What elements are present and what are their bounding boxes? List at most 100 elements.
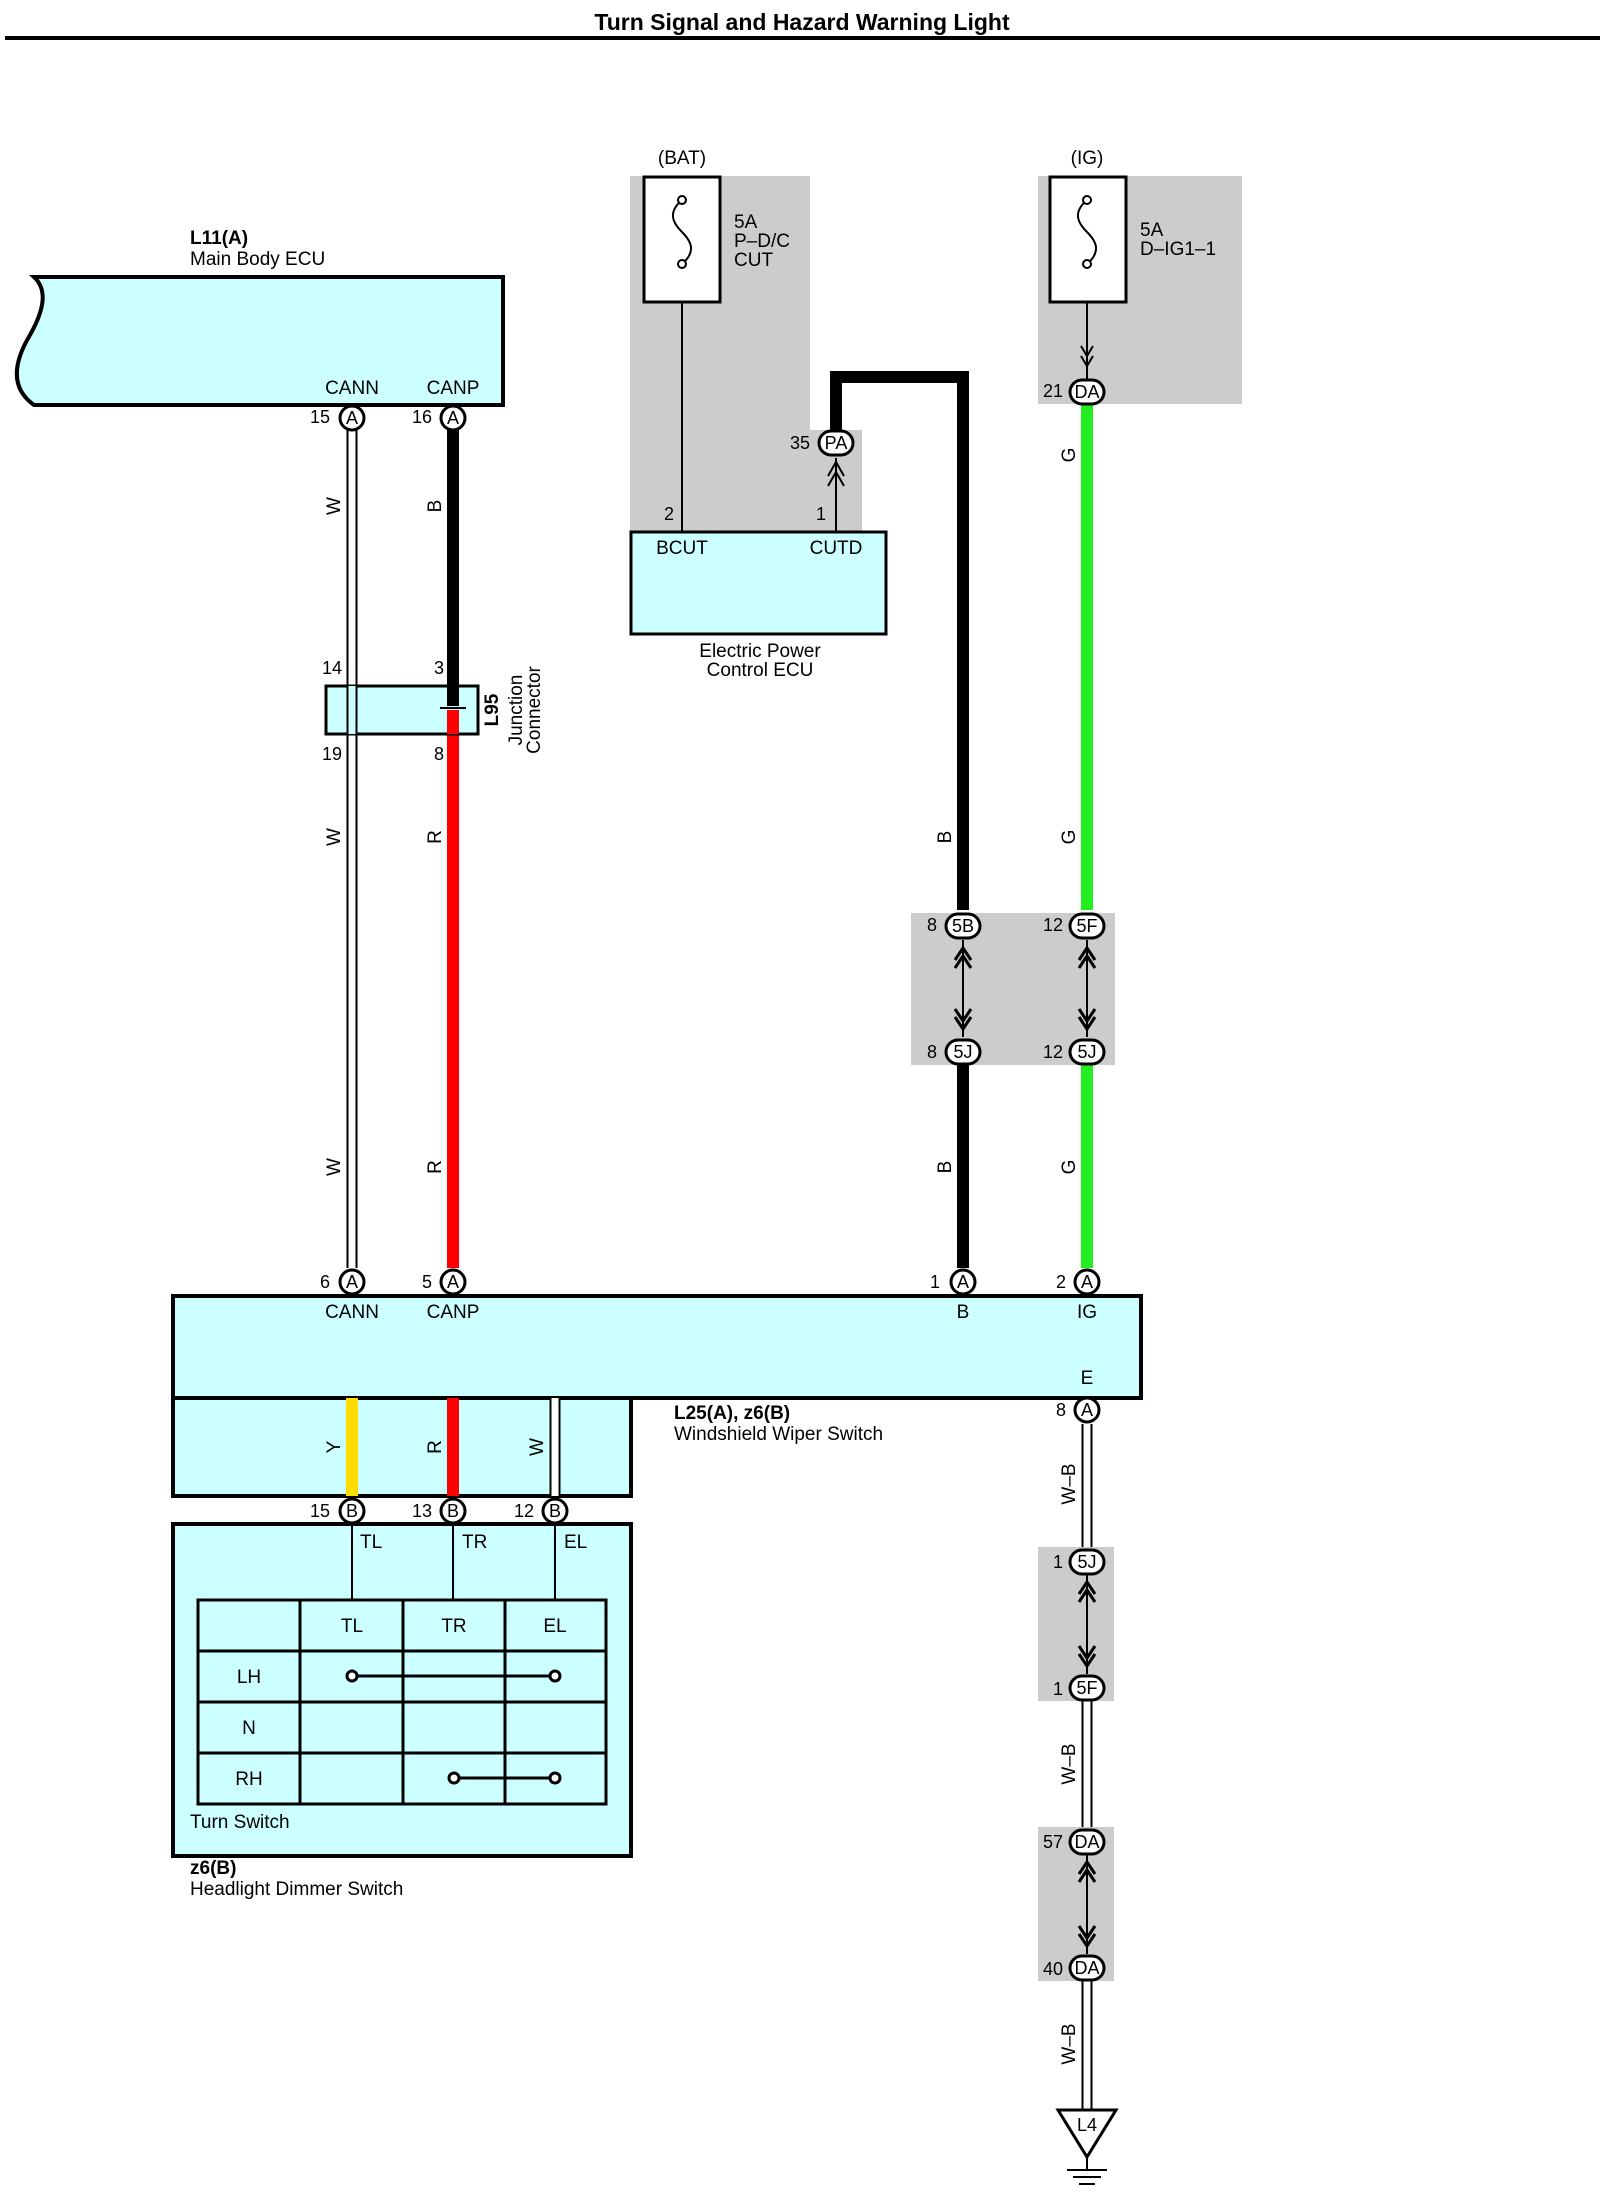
junction-name-2: Connector xyxy=(524,666,545,754)
connector-badge-label: B xyxy=(447,1501,459,1521)
connector-badge-outline xyxy=(338,1268,366,1296)
connector-badge: 5F xyxy=(1068,1674,1106,1702)
wiper-pin-e-label: E xyxy=(1081,1368,1094,1389)
pin-number: 3 xyxy=(434,658,444,678)
junction-connector-l95: L95 Junction Connector xyxy=(324,666,545,754)
connector-badge: DA xyxy=(1068,378,1106,406)
connector-badge: 5J xyxy=(1068,1548,1106,1576)
connector-badge-outline xyxy=(338,1497,366,1525)
pin-number: 1 xyxy=(930,1272,940,1292)
switch-contact-dot xyxy=(548,1669,562,1683)
connector-badge-outline xyxy=(944,1038,982,1066)
chevron-up-icon xyxy=(1077,945,1097,969)
wire-color-label: B xyxy=(935,1161,956,1174)
connector-badge: 5F xyxy=(1068,912,1106,940)
connector-badge-outline xyxy=(439,404,467,432)
pin-number: 8 xyxy=(1056,1400,1066,1420)
connector-badge-label: A xyxy=(447,408,459,428)
connector-badge-outline xyxy=(439,1497,467,1525)
bat-fuse-name-1: P–D/C xyxy=(734,231,790,252)
pin-number: 5 xyxy=(422,1272,432,1292)
wiper-pin-b-label: B xyxy=(957,1302,970,1323)
connector-badge-label: PA xyxy=(825,433,848,453)
pin-number: 16 xyxy=(412,407,432,427)
connector-badge-outline xyxy=(817,429,855,457)
wiper-pin-ig-label: IG xyxy=(1077,1302,1097,1323)
table-header-cell: TR xyxy=(441,1616,466,1637)
pin-number: 19 xyxy=(322,744,342,764)
connector-badge-label: 5J xyxy=(1077,1042,1096,1062)
ig-fuse-rating: 5A xyxy=(1140,220,1164,241)
switch-contact-dot xyxy=(345,1669,359,1683)
ig-fuse: (IG) 5A D–IG1–1 xyxy=(1048,148,1216,304)
connector-badge-label: 5J xyxy=(953,1042,972,1062)
chevron-up-icon xyxy=(953,945,973,969)
connector-badge: B xyxy=(338,1497,366,1525)
connector-badge: DA xyxy=(1068,1954,1106,1982)
pin-number: 35 xyxy=(790,433,810,453)
power-ecu-name-1: Electric Power xyxy=(699,641,821,662)
ground-triangle-icon xyxy=(1055,2108,1119,2160)
connector-badge-label: 5B xyxy=(952,916,974,936)
ig-fuse-name: D–IG1–1 xyxy=(1140,239,1216,260)
connector-badge-label: A xyxy=(957,1272,969,1292)
connector-badge-label: 5J xyxy=(1077,1552,1096,1572)
connector-badge: A xyxy=(949,1268,977,1296)
pin-number: 1 xyxy=(816,504,826,524)
windshield-wiper-switch: CANN CANP B IG E L25(A), z6(B) Windshiel… xyxy=(171,1294,1143,1498)
ig-source-label: (IG) xyxy=(1071,148,1104,169)
turn-switch-lead-el: EL xyxy=(564,1532,587,1553)
connector-badge-label: DA xyxy=(1074,382,1099,402)
pin-number: 6 xyxy=(320,1272,330,1292)
wire-color-label: R xyxy=(425,1440,446,1454)
wire-color-label: W xyxy=(527,1438,548,1456)
wiper-pin-canp-label: CANP xyxy=(427,1302,480,1323)
connector-badge-label: A xyxy=(447,1272,459,1292)
diagram-title: Turn Signal and Hazard Warning Light xyxy=(594,9,1010,35)
fuse-icon xyxy=(1077,199,1097,265)
bat-fuse-rating: 5A xyxy=(734,212,758,233)
ground-l4: L4 xyxy=(1055,2108,1119,2185)
connector-badge: B xyxy=(541,1497,569,1525)
wire-color-labels: W B W R W R B G G B G Y R W W–B W–B W–B xyxy=(324,448,1080,2065)
wire-color-label: B xyxy=(425,500,446,513)
table-header-cell: EL xyxy=(543,1616,566,1637)
connector-badge-outline xyxy=(1068,1954,1106,1982)
power-ecu-box xyxy=(629,530,888,636)
wiper-switch-name: Windshield Wiper Switch xyxy=(674,1424,883,1445)
switch-contact-dot xyxy=(447,1771,461,1785)
wire-color-label: Y xyxy=(324,1440,345,1453)
connector-badge-outline xyxy=(1068,1674,1106,1702)
wire-color-label: W xyxy=(324,828,345,846)
wire-color-label: R xyxy=(425,1160,446,1174)
pin-number: 15 xyxy=(310,1501,330,1521)
dimmer-switch-code: z6(B) xyxy=(190,1858,236,1879)
connector-badge: 5J xyxy=(1068,1038,1106,1066)
fuse-terminal-icon xyxy=(1082,195,1092,205)
connector-badge-label: B xyxy=(549,1501,561,1521)
connector-badge: A xyxy=(439,1268,467,1296)
dimmer-switch-name: Headlight Dimmer Switch xyxy=(190,1879,403,1900)
pin-number: 13 xyxy=(412,1501,432,1521)
wire-color-label: B xyxy=(935,831,956,844)
wire-b-power-upper xyxy=(830,371,969,910)
turn-switch-lead-tr: TR xyxy=(462,1532,487,1553)
ground-code: L4 xyxy=(1077,2115,1097,2135)
connector-badge-outline xyxy=(944,912,982,940)
headlight-dimmer-switch: TL TR EL Turn Switch z6(B) Headlight Dim… xyxy=(171,1522,633,1900)
junction-code: L95 xyxy=(482,693,503,726)
connector-badge-label: DA xyxy=(1074,1832,1099,1852)
table-row-label: RH xyxy=(235,1769,262,1790)
connector-badge-label: 5F xyxy=(1076,916,1097,936)
wire-color-label: G xyxy=(1059,830,1080,845)
ig-arrow-icon xyxy=(1080,345,1094,368)
wire-color-label: W xyxy=(324,497,345,515)
connector-badge-outline xyxy=(1068,1548,1106,1576)
turn-switch-lead-tl: TL xyxy=(360,1532,382,1553)
pin-number: 12 xyxy=(514,1501,534,1521)
wiper-switch-box xyxy=(171,1294,1143,1400)
electric-power-control-ecu: BCUT CUTD Electric Power Control ECU 2 1 xyxy=(629,504,888,681)
pin-number: 57 xyxy=(1043,1832,1063,1852)
connector-badge-outline xyxy=(541,1497,569,1525)
